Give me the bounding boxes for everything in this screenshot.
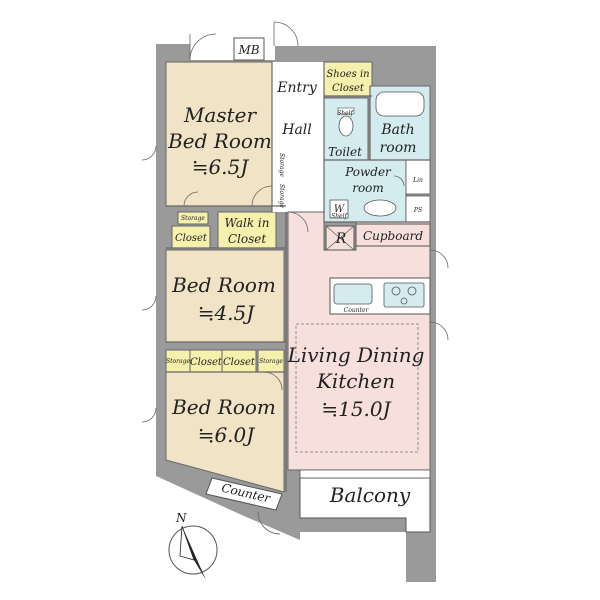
shoes-closet-label-1: Shoes in: [326, 69, 369, 80]
counter-entrance: [205, 477, 283, 511]
kitchen-stove: [383, 282, 425, 308]
bed2-size: ≒4.5J: [198, 301, 256, 325]
bed2-label: Bed Room: [171, 273, 276, 297]
ldk-label-2: Kitchen: [316, 369, 395, 393]
ldk-label-1: Living Dining: [287, 343, 425, 367]
storage-label-bed3: Storage: [166, 358, 190, 365]
living-rug-outline: [295, 323, 419, 453]
hall-label: Hall: [281, 122, 312, 138]
toilet-bowl: [338, 115, 354, 137]
washbasin: [363, 199, 397, 217]
powder-label-1: Powder: [344, 165, 392, 179]
bath-label-2: room: [380, 140, 417, 156]
w-label: W: [334, 204, 345, 215]
ldk-size: ≒15.0J: [321, 397, 391, 421]
cupboard: [355, 223, 431, 247]
bath-label-1: Bath: [380, 122, 414, 138]
closet-bed3-a-label: Closet: [190, 357, 223, 368]
shoes-closet-label-2: Closet: [332, 83, 365, 94]
walk-in-closet: [217, 211, 277, 249]
compass: N: [168, 511, 218, 580]
closet-bed2-label: Closet: [175, 233, 208, 244]
storage-small-1: [177, 211, 209, 225]
door-swings: [141, 21, 449, 535]
counter-kitchen-label: Counter: [344, 307, 370, 314]
storage-label-v2: Storage: [278, 184, 285, 208]
living-dining-kitchen: [287, 211, 431, 471]
storage-label-v1: Storage: [278, 153, 285, 177]
walk-in-label-2: Closet: [228, 232, 267, 246]
bed3-size: ≒6.0J: [198, 423, 256, 447]
master-label-1: Master: [183, 103, 258, 127]
entry-hall: [272, 62, 324, 212]
lin-label: Lin: [412, 177, 423, 184]
compass-north-label: N: [175, 511, 187, 525]
kitchen-sink: [333, 283, 373, 305]
closet-bed3-b-label: Closet: [223, 357, 256, 368]
master-size: ≒6.5J: [192, 155, 250, 179]
mb-label: MB: [237, 43, 259, 57]
cupboard-label: Cupboard: [363, 229, 423, 243]
toilet-label: Toilet: [328, 145, 362, 159]
bed3-label: Bed Room: [171, 395, 276, 419]
balcony-label: Balcony: [329, 483, 411, 507]
powder-label-2: room: [352, 181, 384, 195]
storage-label-1: Storage: [181, 215, 205, 222]
washing-machine: [329, 199, 349, 219]
walk-in-label-1: Walk in: [225, 216, 270, 230]
r-label: R: [335, 231, 347, 247]
ps-label: PS: [413, 207, 422, 214]
mb-box: [233, 37, 265, 61]
storage-label-bed3-right: Storage: [259, 358, 283, 365]
bathtub: [375, 91, 425, 117]
linen-closet: [405, 159, 431, 195]
interior-walls: [166, 62, 430, 492]
shelf-label-toilet: Shelf: [337, 110, 354, 117]
shelf-label-w: Shelf: [331, 213, 348, 220]
master-label-2: Bed Room: [167, 129, 272, 153]
entry-label: Entry: [276, 80, 318, 96]
